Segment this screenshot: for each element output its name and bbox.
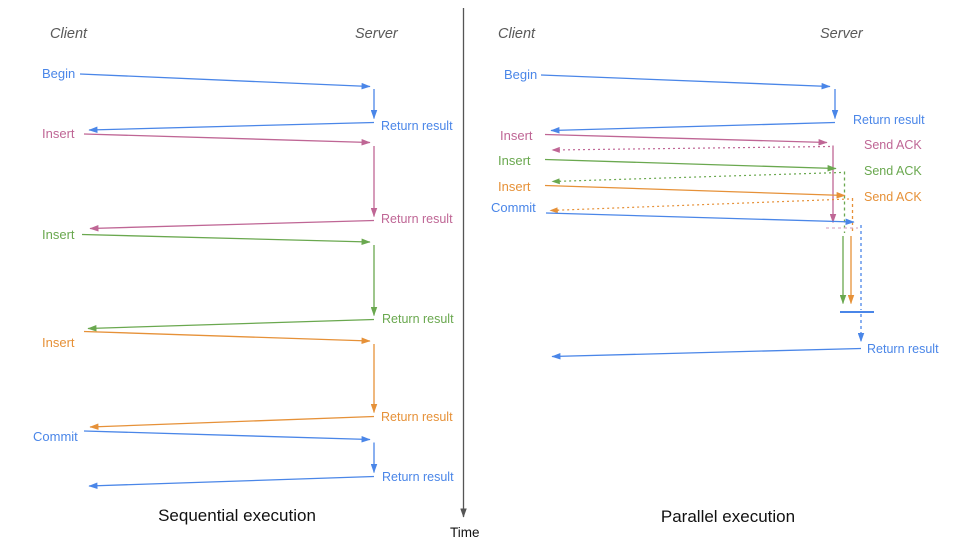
seq-msg-begin: Begin Return result [42, 66, 453, 134]
par-insert3-label: Insert [498, 179, 531, 194]
par-msg-insert2: Insert Send ACK [498, 153, 922, 305]
sequential-panel: Client Server Begin Return result Insert… [33, 26, 454, 525]
seq-insert1-result-label: Return result [381, 212, 453, 226]
seq-insert2-return-line [87, 318, 375, 332]
par-begin-result-label: Return result [853, 113, 925, 127]
seq-insert2-label: Insert [42, 227, 75, 242]
seq-insert3-result-label: Return result [381, 410, 453, 424]
seq-begin-request-line [79, 73, 371, 90]
par-commit-sync: Return result [551, 227, 939, 360]
par-server-header: Server [820, 26, 864, 42]
par-begin-return-line [550, 121, 836, 134]
seq-commit-result-label: Return result [382, 470, 454, 484]
seq-begin-return-line [88, 121, 375, 134]
par-begin-label: Begin [504, 67, 537, 82]
seq-msg-commit: Commit Return result [33, 429, 454, 489]
sequential-title: Sequential execution [158, 506, 316, 525]
seq-commit-label: Commit [33, 429, 78, 444]
par-final-return-line [551, 347, 862, 360]
seq-commit-request-line [83, 430, 371, 443]
seq-client-header: Client [50, 26, 88, 42]
par-msg-insert3: Insert Send ACK [498, 179, 922, 305]
seq-msg-insert1: Insert Return result [42, 126, 453, 232]
seq-insert2-request-line [81, 233, 371, 246]
par-insert3-request-line [544, 184, 846, 199]
par-commit-label: Commit [491, 200, 536, 215]
par-insert2-ack-label: Send ACK [864, 164, 922, 178]
par-insert1-label: Insert [500, 128, 533, 143]
seq-msg-insert3: Insert Return result [42, 330, 453, 430]
seq-insert1-return-line [89, 219, 375, 232]
seq-insert1-request-line [83, 133, 371, 146]
seq-insert2-result-label: Return result [382, 312, 454, 326]
par-insert1-ack-label: Send ACK [864, 138, 922, 152]
parallel-panel: Client Server Begin Return result Insert… [491, 26, 939, 526]
par-commit-request-line [545, 212, 855, 226]
seq-server-header: Server [355, 26, 399, 42]
seq-commit-return-line [88, 475, 375, 489]
par-msg-insert1: Insert Send ACK [500, 128, 922, 224]
par-insert2-ack-line [551, 171, 842, 185]
par-msg-begin: Begin Return result [504, 67, 925, 134]
seq-insert3-label: Insert [42, 335, 75, 350]
par-final-result-label: Return result [867, 342, 939, 356]
time-axis: Time [450, 8, 480, 540]
par-insert2-label: Insert [498, 153, 531, 168]
parallel-title: Parallel execution [661, 507, 795, 526]
par-client-header: Client [498, 26, 536, 42]
seq-insert1-label: Insert [42, 126, 75, 141]
seq-begin-label: Begin [42, 66, 75, 81]
seq-insert3-request-line [83, 330, 371, 344]
par-insert3-ack-line [549, 198, 850, 214]
seq-msg-insert2: Insert Return result [42, 227, 454, 332]
seq-begin-result-label: Return result [381, 119, 453, 133]
par-insert1-ack-line [551, 145, 831, 153]
par-insert3-ack-label: Send ACK [864, 190, 922, 204]
par-insert2-request-line [544, 158, 837, 172]
time-axis-label: Time [450, 525, 480, 540]
par-msg-commit: Commit [491, 200, 862, 310]
par-insert1-request-line [544, 133, 828, 146]
seq-insert3-return-line [89, 415, 375, 430]
par-begin-request-line [540, 74, 831, 90]
